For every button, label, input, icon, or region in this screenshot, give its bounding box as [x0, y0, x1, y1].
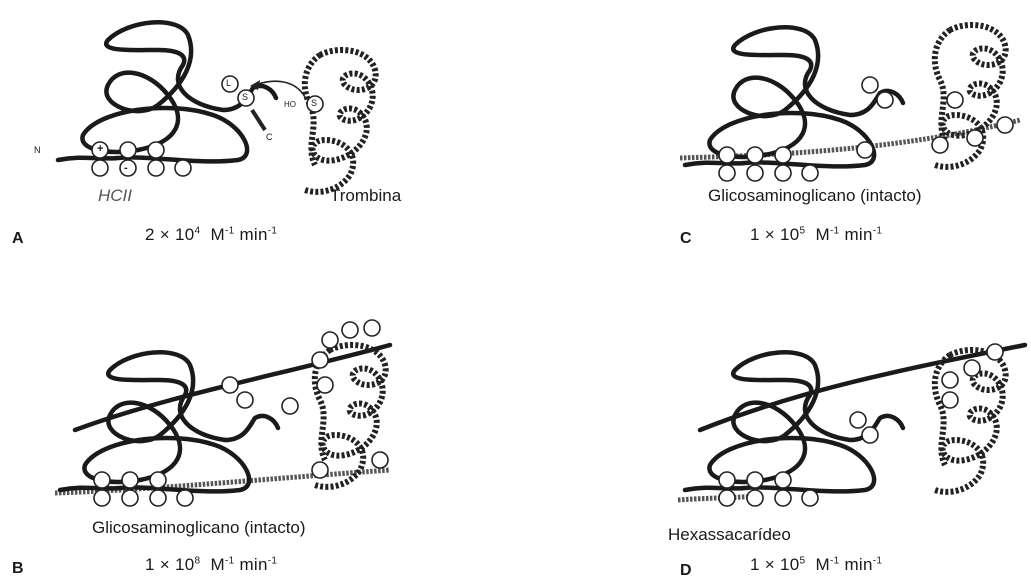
panel-a-c-terminus: C: [266, 132, 273, 142]
panel-a-positive-charge: +: [97, 143, 103, 155]
panel-a-serine: S: [242, 92, 248, 102]
panel-b-rate: 1 × 108 M-1 min-1: [145, 555, 277, 575]
panel-d-letter: D: [680, 562, 692, 580]
panel-b-art: [55, 320, 390, 506]
hcii-label: HCII: [98, 186, 132, 206]
panel-d-caption: Hexassacarídeo: [668, 525, 791, 545]
panel-d-art: [678, 344, 1025, 506]
panel-b-letter: B: [12, 560, 24, 578]
panel-a-n-terminus: N: [34, 145, 41, 155]
panel-c-caption: Glicosaminoglicano (intacto): [708, 186, 922, 206]
panel-b-caption: Glicosaminoglicano (intacto): [92, 518, 306, 538]
panel-a-leucine: L: [226, 78, 231, 88]
panel-a-art: [58, 22, 376, 192]
panel-c-rate: 1 × 105 M-1 min-1: [750, 225, 882, 245]
panel-d-rate: 1 × 105 M-1 min-1: [750, 555, 882, 575]
panel-a-letter: A: [12, 230, 24, 248]
panel-a-rate: 2 × 104 M-1 min-1: [145, 225, 277, 245]
thrombin-label: Trombina: [330, 186, 401, 206]
panel-c-art: [680, 25, 1020, 181]
panel-a-thrombin-serine: S: [311, 98, 317, 108]
panel-a-negative-charge: -: [124, 162, 128, 174]
panel-c-letter: C: [680, 230, 692, 248]
panel-a-hydroxyl: HO: [284, 100, 296, 109]
